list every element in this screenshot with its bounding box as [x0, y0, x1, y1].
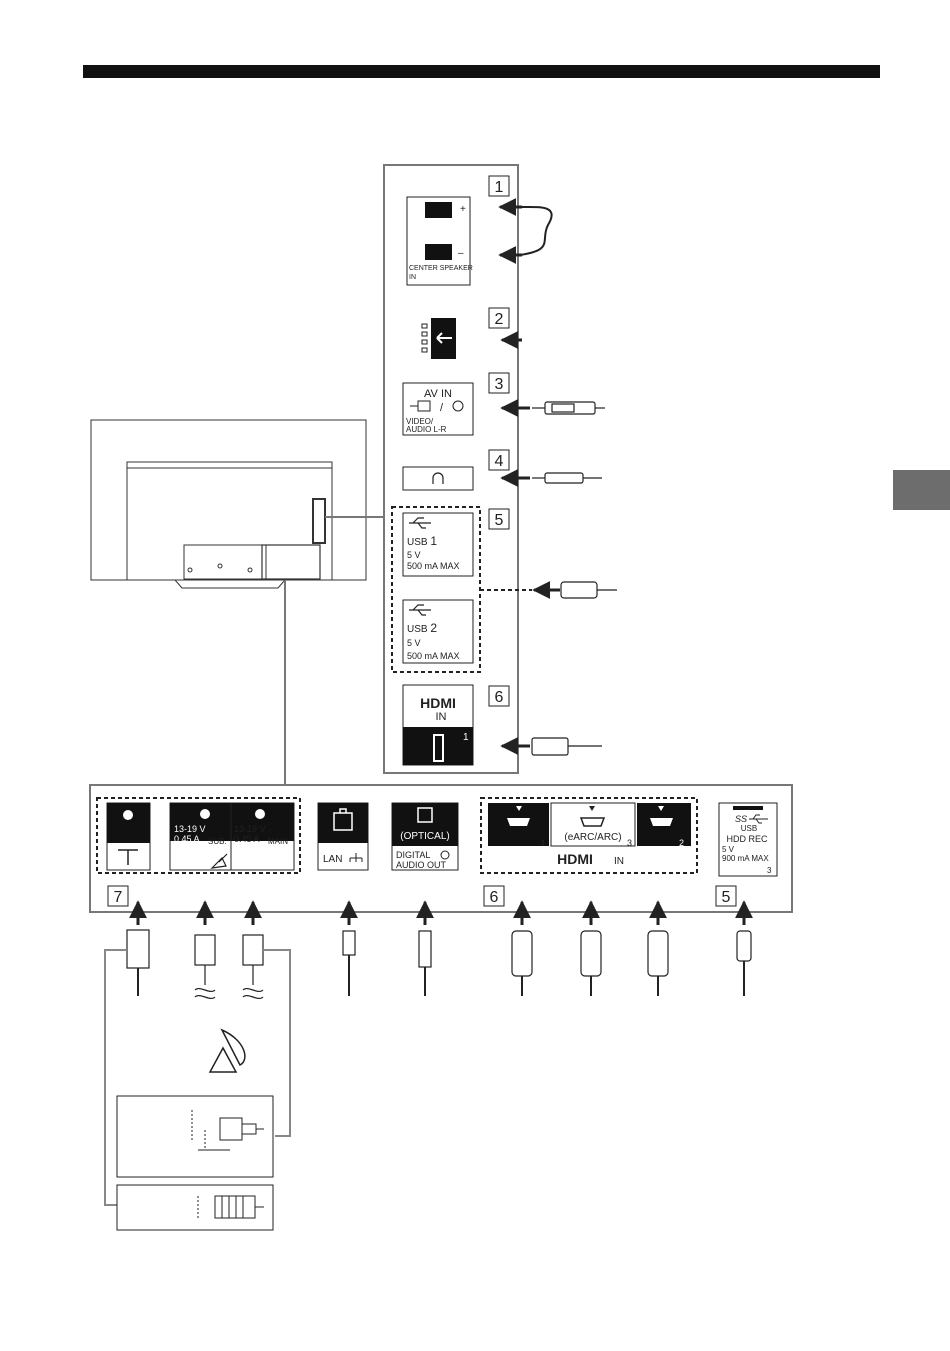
f-connector-detail — [117, 1096, 273, 1177]
hdmi-side-in: IN — [436, 711, 447, 723]
hdmi-bottom-logo: HDMI — [557, 851, 593, 867]
sat-sub-voltage: 13-19 V — [174, 824, 206, 834]
hdmi2-jack — [650, 818, 673, 826]
headphone-port — [403, 467, 473, 490]
usb2-name: USB 2 — [407, 621, 437, 635]
av-in-label-2: AUDIO L-R — [406, 425, 447, 434]
optical-label: (OPTICAL) — [400, 831, 449, 842]
sat-main-jack — [254, 808, 266, 820]
header-bar — [83, 65, 880, 78]
side-tab — [893, 470, 950, 510]
speaker-label-2: IN — [409, 274, 416, 281]
speaker-plus: + — [460, 204, 466, 215]
sat-sub-label: SUB. — [208, 837, 227, 846]
num-bottom-7: 7 — [114, 889, 123, 906]
bottom-cable-icons — [127, 930, 751, 998]
hdmi-port3-number: 3 — [627, 838, 632, 848]
usb1-current: 500 mA MAX — [407, 561, 460, 571]
num-side-4: 4 — [495, 453, 504, 470]
optical-line1: DIGITAL — [396, 850, 430, 860]
sat-sub-jack — [199, 808, 211, 820]
usb2-voltage: 5 V — [407, 638, 421, 648]
num-side-2: 2 — [495, 311, 504, 328]
hdmi-side-logo: HDMI — [420, 695, 456, 711]
hdmi-side-cable-icon — [532, 738, 602, 755]
usb3-logo: SS — [735, 814, 747, 824]
usb-cable-icon — [561, 582, 617, 598]
sat-main-label: MAIN — [268, 837, 288, 846]
hdmi-port2-number: 2 — [679, 838, 684, 848]
hdmi-port4-number: 4 — [540, 838, 545, 848]
usb3-number: 3 — [767, 866, 772, 875]
usb1-name: USB 1 — [407, 534, 437, 548]
av-in-title: AV IN — [424, 388, 452, 400]
sat-sub-current: 0.45 A — [174, 834, 200, 844]
tv-rear-illustration — [91, 420, 366, 588]
headphone-cable-icon — [532, 473, 602, 483]
sat-main-voltage: 13-19 V — [234, 824, 266, 834]
num-bottom-5: 5 — [722, 889, 731, 906]
hdmi-side-number: 1 — [463, 732, 469, 743]
iec-connector-detail — [117, 1185, 273, 1230]
hdmi-bottom-in: IN — [614, 856, 624, 867]
lan-label: LAN — [323, 854, 342, 865]
num-side-6: 6 — [495, 689, 504, 706]
hdmi4-jack — [507, 818, 530, 826]
usb3-voltage: 5 V — [722, 845, 735, 854]
speaker-cable-icon — [520, 207, 552, 255]
bottom-number-boxes — [108, 886, 736, 906]
satellite-dish-large-icon — [210, 1030, 245, 1072]
speaker-label-1: CENTER SPEAKER — [409, 265, 473, 272]
speaker-minus: – — [458, 248, 464, 259]
sat-main-current: 0.45 A — [234, 834, 260, 844]
usb3-name: USB — [741, 824, 757, 833]
num-side-5: 5 — [495, 512, 504, 529]
av-cable-icon — [532, 402, 605, 414]
bottom-arrows — [138, 902, 744, 925]
usb2-current: 500 mA MAX — [407, 651, 460, 661]
input-select-icon — [422, 318, 456, 359]
hdmi-earc-label: (eARC/ARC) — [564, 832, 621, 843]
usb3-label: HDD REC — [726, 834, 768, 844]
usb3-current: 900 mA MAX — [722, 854, 769, 863]
antenna-jack-icon — [122, 809, 134, 821]
usb3-slot — [733, 806, 763, 810]
optical-line2: AUDIO OUT — [396, 860, 447, 870]
num-side-1: 1 — [495, 179, 504, 196]
num-bottom-6: 6 — [490, 889, 499, 906]
num-side-3: 3 — [495, 376, 504, 393]
usb1-voltage: 5 V — [407, 550, 421, 560]
